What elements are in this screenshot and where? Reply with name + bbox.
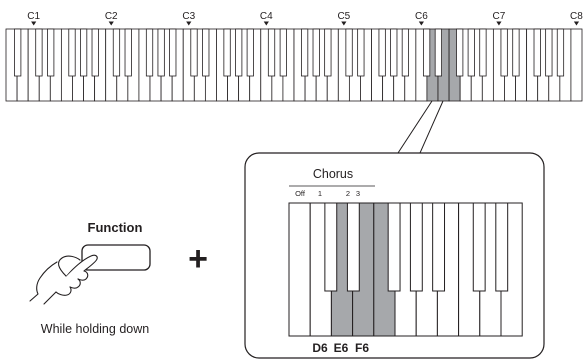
black-key-a#7 <box>556 28 565 77</box>
black-key-g#7 <box>545 28 553 77</box>
black-key-d#3 <box>202 28 210 77</box>
chorus-title: Chorus <box>313 167 353 181</box>
black-key-c#6 <box>422 28 431 77</box>
black-key-g#4 <box>312 28 320 77</box>
zoom-black-key <box>432 202 446 292</box>
scale-label-3: 3 <box>356 189 360 198</box>
zoomed-key-labels: D6 E6 F6 <box>312 341 369 355</box>
function-button <box>81 244 151 271</box>
black-key-g#5 <box>390 28 398 77</box>
black-key-g#6 <box>467 28 475 77</box>
zoom-white-key-b5 <box>288 202 311 337</box>
black-key-c#7 <box>500 28 508 77</box>
zoomed-keyboard <box>288 202 523 337</box>
black-key-f#2 <box>145 28 154 77</box>
black-key-a#0 <box>14 28 22 77</box>
octave-marker-icon <box>573 21 580 26</box>
octave-label-c7: C7 <box>493 11 506 22</box>
black-key-a#6 <box>479 28 487 77</box>
holding-instruction-text: While holding down <box>41 322 149 336</box>
black-key-c#3 <box>190 28 198 77</box>
octave-marker-icon <box>108 21 114 26</box>
black-key-d#6 <box>434 28 442 77</box>
octave-label-c2: C2 <box>105 11 118 22</box>
black-key-f#4 <box>300 28 309 77</box>
black-key-d#4 <box>279 28 287 77</box>
scale-label-2: 2 <box>346 189 350 198</box>
key-label-f6: F6 <box>355 341 369 355</box>
octave-marker-icon <box>341 21 347 26</box>
black-key-a#1 <box>91 28 99 77</box>
zoom-black-key <box>495 202 509 292</box>
black-key-c#4 <box>267 28 276 77</box>
black-key-c#1 <box>35 28 43 77</box>
black-key-c#2 <box>112 28 121 77</box>
octave-marker-icon <box>418 21 424 26</box>
black-key-a#3 <box>246 28 254 77</box>
black-key-g#1 <box>80 28 88 77</box>
octave-marker-icon <box>31 21 37 26</box>
black-key-f#7 <box>533 28 541 77</box>
hand-pressing-button-icon <box>29 254 98 305</box>
key-label-e6: E6 <box>334 341 349 355</box>
scale-label-1: 1 <box>318 189 322 198</box>
white-key-c8 <box>570 28 583 102</box>
octave-label-c3: C3 <box>182 11 195 22</box>
black-key-d#7 <box>512 28 520 77</box>
zoom-black-key <box>472 202 486 292</box>
plus-sign: + <box>188 240 208 278</box>
black-key-a#4 <box>324 28 332 77</box>
octave-marker-icon <box>186 21 192 26</box>
black-key-d#5 <box>357 28 365 77</box>
zoom-black-key <box>387 202 401 292</box>
callout-leader <box>397 100 444 154</box>
black-key-f#5 <box>378 28 386 77</box>
black-key-a#2 <box>169 28 177 77</box>
black-key-f#6 <box>456 28 464 77</box>
piano-keyboard: C1 C2 C3 C4 C5 C6 C7 C8 <box>5 11 583 102</box>
black-key-g#3 <box>235 28 243 77</box>
octave-label-c6: C6 <box>415 11 428 22</box>
zoom-black-key <box>346 202 360 292</box>
scale-labels: Off 1 2 3 <box>295 189 360 198</box>
scale-label-off: Off <box>295 189 306 198</box>
octave-marker-icon <box>496 21 502 26</box>
octave-label-c5: C5 <box>337 11 350 22</box>
black-key-f#1 <box>68 28 76 77</box>
black-key-g#2 <box>157 28 165 77</box>
black-key-d#2 <box>124 28 132 77</box>
black-key-c#5 <box>345 28 353 77</box>
zoom-black-key <box>324 202 338 292</box>
black-key-a#5 <box>401 28 409 77</box>
black-key-d#1 <box>47 28 55 77</box>
key-label-d6: D6 <box>312 341 328 355</box>
black-key-f#3 <box>223 28 231 77</box>
octave-label-c4: C4 <box>260 11 273 22</box>
octave-label-c1: C1 <box>27 11 40 22</box>
octave-label-c8: C8 <box>570 11 583 22</box>
zoom-black-key <box>409 202 423 292</box>
function-button-label: Function <box>88 220 143 235</box>
octave-marker-icon <box>263 21 269 26</box>
